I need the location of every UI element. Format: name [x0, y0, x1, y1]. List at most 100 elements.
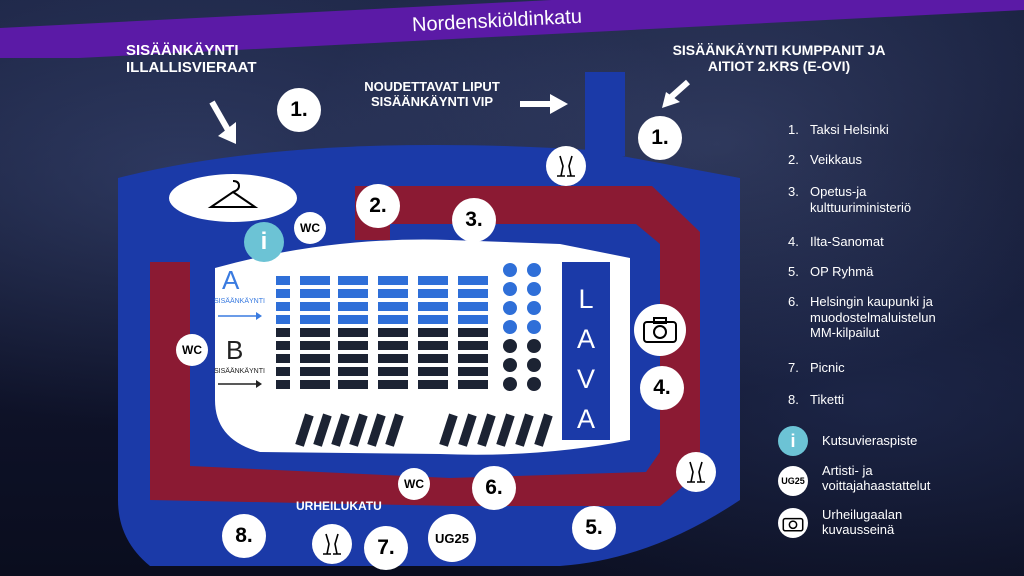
seat-row-angled	[295, 413, 314, 447]
legend-info-glyph: i	[790, 430, 796, 451]
legend-ug25-icon: UG25	[778, 466, 808, 496]
round-table	[527, 358, 541, 372]
seat-block	[276, 276, 290, 285]
legend-item-label: Tiketti	[810, 392, 845, 407]
seat-block	[338, 367, 368, 376]
legend-item-number: 8.	[788, 392, 799, 407]
seat-row-angled	[349, 413, 368, 447]
round-table	[527, 377, 541, 391]
seat-block	[418, 341, 448, 350]
legend-item-5: 5.OP Ryhmä	[788, 264, 873, 280]
marker-4[interactable]: 4.	[640, 366, 684, 410]
seat-block	[418, 367, 448, 376]
legend-item-label: Picnic	[810, 360, 845, 375]
seat-block	[276, 328, 290, 337]
entrance-partners: SISÄÄNKÄYNTI KUMPPANIT JA AITIOT 2.KRS (…	[672, 42, 886, 75]
legend-interviews-label: Artisti- ja voittajahaastattelut	[822, 463, 931, 493]
seat-block	[276, 302, 290, 311]
legend-item-number: 4.	[788, 234, 799, 249]
street-name-bottom: URHEILUKATU	[296, 499, 382, 513]
seat-row-angled	[477, 413, 496, 447]
street-banner-nordenskioldinkatu	[0, 0, 1024, 58]
info-glyph: i	[260, 228, 268, 255]
seat-row-angled	[331, 413, 350, 447]
legend-item-7: 7.Picnic	[788, 360, 845, 376]
round-table	[503, 358, 517, 372]
champagne-icon-top[interactable]	[546, 146, 586, 186]
stage-letter-a: A	[576, 324, 595, 354]
wc-marker-bottom[interactable]: WC	[398, 468, 430, 500]
marker-1-partners[interactable]: 1.	[638, 116, 682, 160]
stage-letter-a2: A	[576, 404, 595, 434]
seat-block	[300, 367, 330, 376]
seat-block	[338, 302, 368, 311]
seat-block	[418, 289, 448, 298]
seat-block	[418, 380, 448, 389]
legend-item-4: 4. Ilta-Sanomat	[788, 234, 884, 250]
marker-7[interactable]: 7.	[364, 526, 408, 570]
legend-item-label: Ilta-Sanomat	[810, 234, 884, 249]
ug25-icon-map[interactable]: UG25	[428, 514, 476, 562]
seat-row-angled	[313, 413, 332, 447]
ug25-label-map: UG25	[435, 530, 469, 546]
cloakroom	[169, 174, 297, 222]
legend-item-3: 3.Opetus-ja kulttuuriministeriö	[788, 184, 911, 215]
seat-block	[458, 367, 488, 376]
seat-blocks	[276, 263, 553, 447]
seat-row-angled	[367, 413, 386, 447]
round-table	[527, 339, 541, 353]
round-table	[527, 301, 541, 315]
stage	[562, 262, 610, 440]
wc-marker-left[interactable]: WC	[176, 334, 208, 366]
seat-block	[300, 380, 330, 389]
legend-photo-wall-label: Urheilugaalan kuvausseinä	[822, 507, 903, 537]
seat-block	[378, 315, 408, 324]
seat-block	[300, 328, 330, 337]
round-table	[503, 320, 517, 334]
legend-item-number: 1.	[788, 122, 799, 137]
seat-block	[300, 315, 330, 324]
seat-row-angled	[458, 413, 477, 447]
marker-5[interactable]: 5.	[572, 506, 616, 550]
entrance-tower	[585, 72, 625, 156]
seat-block	[300, 276, 330, 285]
seat-block	[378, 276, 408, 285]
legend-item-number: 6.	[788, 294, 799, 309]
legend-info-icon: i	[778, 426, 808, 456]
marker-6[interactable]: 6.	[472, 466, 516, 510]
seat-block	[418, 315, 448, 324]
seat-block	[276, 289, 290, 298]
camera-icon-map[interactable]	[634, 304, 686, 356]
arrow-dinner-entrance	[209, 100, 231, 132]
legend-item-1: 1.Taksi Helsinki	[788, 122, 889, 138]
zone-b-label: SISÄÄNKÄYNTI	[214, 368, 265, 375]
seat-row-angled	[534, 413, 553, 447]
seat-block	[378, 328, 408, 337]
seat-block	[458, 328, 488, 337]
marker-3[interactable]: 3.	[452, 198, 496, 242]
stage-label: L A V A	[562, 284, 610, 435]
legend-ug25-label: UG25	[781, 476, 805, 486]
round-table	[527, 282, 541, 296]
marker-8[interactable]: 8.	[222, 514, 266, 558]
marker-1-dinner[interactable]: 1.	[277, 88, 321, 132]
legend-item-number: 5.	[788, 264, 799, 279]
champagne-icon-bottom[interactable]	[312, 524, 352, 564]
zone-a-label: SISÄÄNKÄYNTI	[214, 298, 265, 305]
seat-block	[300, 289, 330, 298]
seat-block	[276, 354, 290, 363]
wc-marker-top[interactable]: WC	[294, 212, 326, 244]
legend-item-2: 2.Veikkaus	[788, 152, 862, 168]
round-table	[503, 301, 517, 315]
seat-block	[378, 354, 408, 363]
stage-letter-l: L	[578, 284, 594, 314]
seat-block	[338, 289, 368, 298]
champagne-icon-right[interactable]	[676, 452, 716, 492]
hanger-icon	[207, 180, 259, 208]
red-corridor	[150, 186, 700, 506]
arrow-partners-entrance	[668, 79, 690, 101]
legend-item-label: Opetus-ja kulttuuriministeriö	[810, 184, 912, 215]
info-icon[interactable]: i	[244, 222, 284, 262]
zone-b-letter: B	[226, 335, 244, 365]
marker-2[interactable]: 2.	[356, 184, 400, 228]
